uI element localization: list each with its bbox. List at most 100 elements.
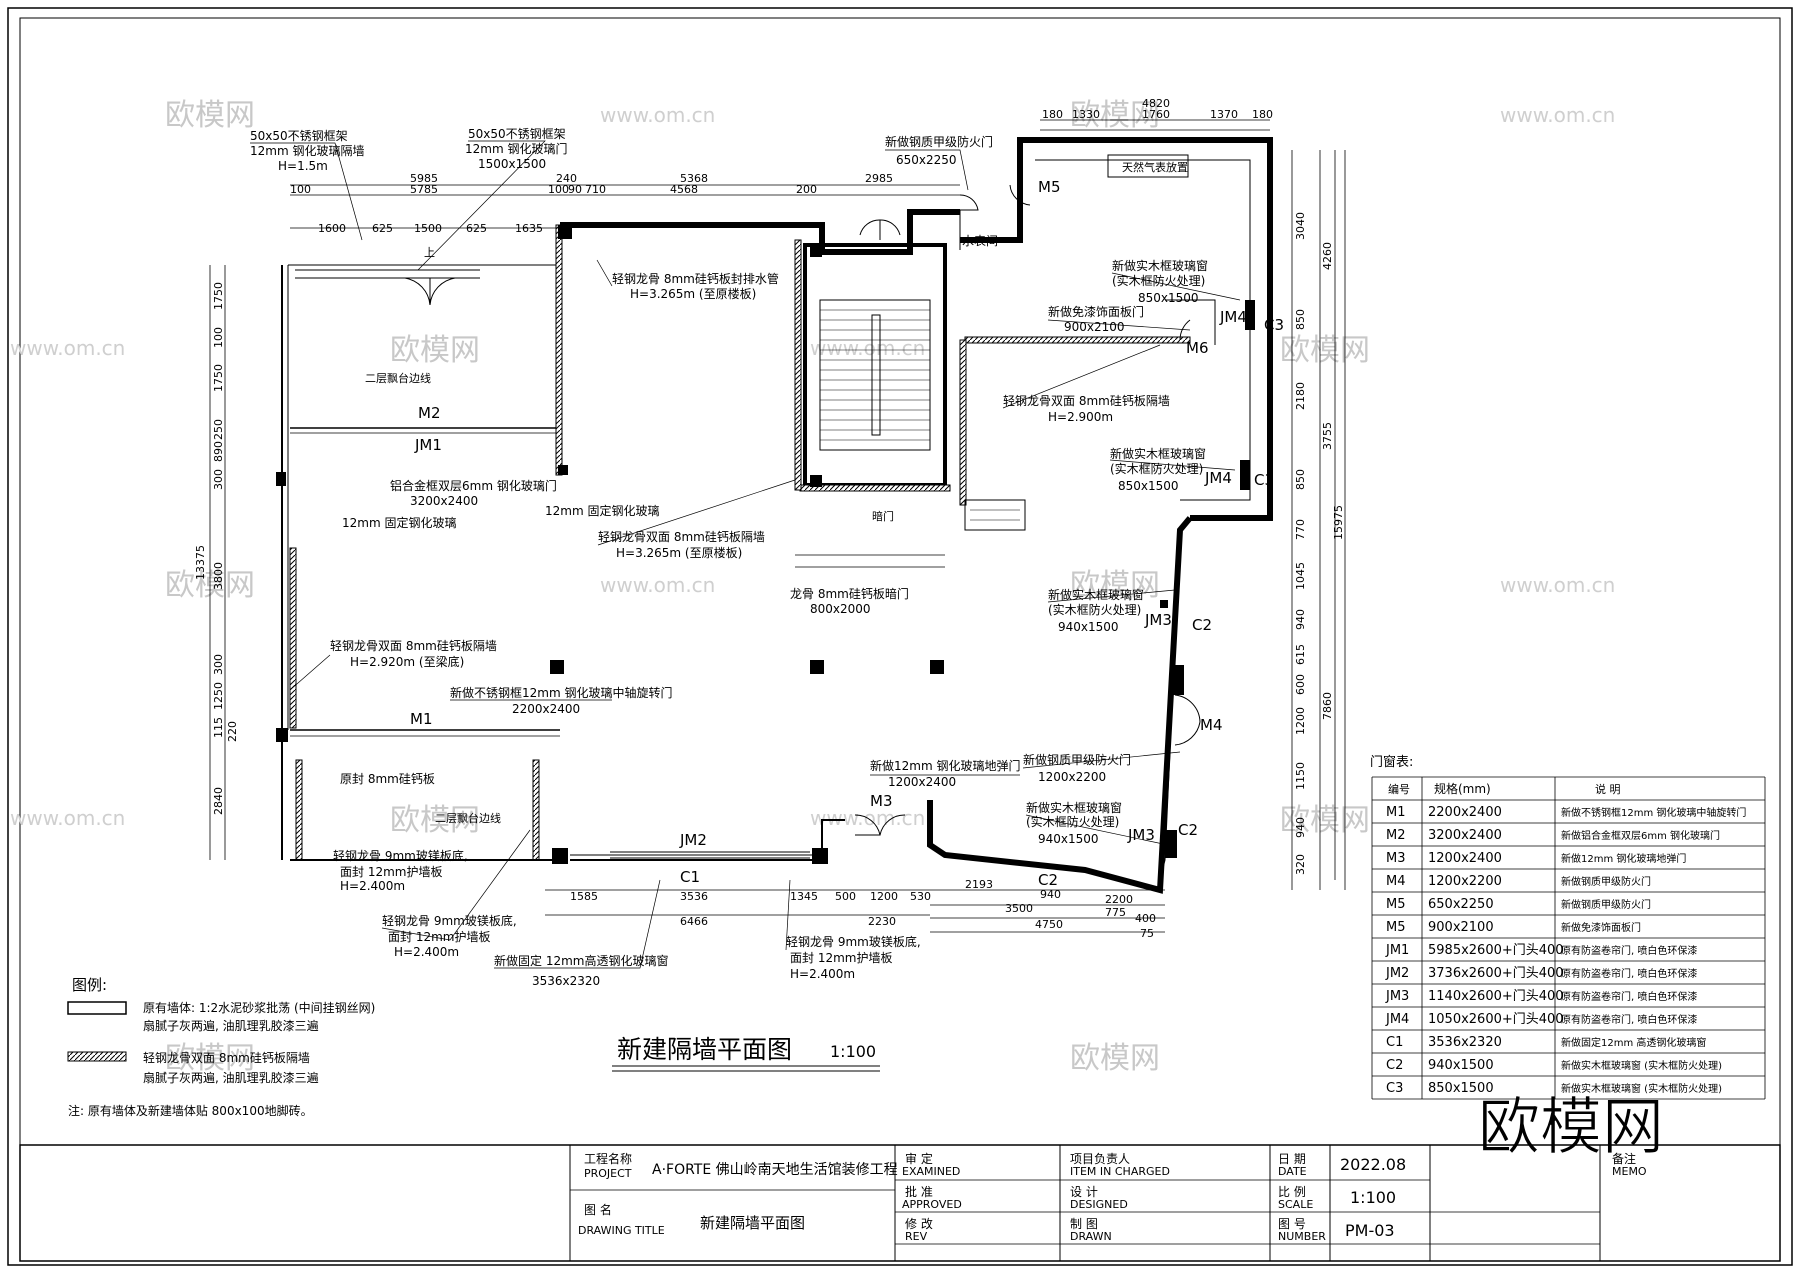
legend-row2b: 扇腻子灰两遍, 油肌理乳胶漆三遍 [143,1070,319,1085]
dim-13375: 13375 [194,545,207,580]
tb-design-cn: 设 计 [1070,1185,1098,1199]
annotation-a16-1: 新做不锈钢框12mm 钢化玻璃中轴旋转门 [450,685,672,700]
dim-710: 710 [585,183,606,196]
annotation-a19-1: 新做实木框玻璃窗 [1026,800,1122,815]
svg-text:欧模网: 欧模网 [165,1041,255,1076]
tb-examined-cn: 审 定 [905,1151,933,1166]
annotation-a4-1: 新做钢质甲级防火门 [885,134,993,149]
annotation-a13-2: 800x2000 [810,602,871,616]
svg-text:www.om.cn: www.om.cn [600,573,715,597]
corner-watermark: 欧模网 [1478,1090,1664,1163]
schedule-cell-note: 新做不锈钢框12mm 钢化玻璃中轴旋转门 [1561,806,1746,819]
tb-number-en: NUMBER [1278,1230,1326,1243]
dim-5785: 5785 [410,183,438,196]
tb-charge-en: ITEM IN CHARGED [1070,1165,1170,1178]
tb-drawn-cn: 制 图 [1070,1217,1098,1231]
schedule-cell-code: JM1 [1385,943,1409,958]
annotation-a2-3: 1500x1500 [478,157,546,171]
schedule-cell-note: 新做钢质甲级防火门 [1561,898,1651,911]
schedule-cell-note: 新做固定12mm 高透钢化玻璃窗 [1561,1036,1706,1049]
dim-15975: 15975 [1332,505,1345,540]
tag-C1: C1 [680,868,700,886]
schedule-cell-code: C3 [1386,1081,1403,1096]
dim-180a: 180 [1042,108,1063,121]
annotation-a5-1: 新做实木框玻璃窗 [1112,258,1208,273]
tb-memo-en: MEMO [1612,1165,1647,1178]
tag-JM3a: JM3 [1144,611,1172,629]
sheet-border [7,7,1793,1266]
svg-text:欧模网: 欧模网 [165,98,255,133]
annotation-a14-3: 940x1500 [1058,620,1119,634]
dim-3800: 3800 [212,562,225,590]
svg-text:欧模网: 欧模网 [1070,568,1160,603]
dim-1345: 1345 [790,890,818,903]
schedule-cell-note: 原有防盗卷帘门, 喷白色环保漆 [1561,967,1697,980]
title-block: 工程名称 PROJECT A·FORTE 佛山岭南天地生活馆装修工程 图 名 D… [19,1144,1781,1262]
annotation-a16-2: 2200x2400 [512,702,580,716]
annotation-a10: 12mm 固定钢化玻璃 [545,503,659,518]
annotation-a8-3: 850x1500 [1118,479,1179,493]
tb-approved-cn: 批 准 [905,1184,933,1199]
schedule-cell-code: C1 [1386,1035,1403,1050]
dim-320: 320 [1294,854,1307,875]
tb-project-en: PROJECT [584,1167,632,1180]
dim-240: 240 [556,172,577,185]
svg-text:欧模网: 欧模网 [1070,1041,1160,1076]
tb-design-en: DESIGNED [1070,1198,1128,1211]
plan-walls [281,137,1273,894]
dim-1760: 1760 [1142,108,1170,121]
dim-1200b: 1200 [870,890,898,903]
dim-530: 530 [910,890,931,903]
schedule-cell-note: 新做实木框玻璃窗 (实木框防火处理) [1561,1059,1722,1072]
dim-400: 400 [1135,912,1156,925]
schedule-cell-code: JM2 [1385,966,1409,981]
dim-2985: 2985 [865,172,893,185]
annotation-a1-3: H=1.5m [278,159,328,173]
svg-text:欧模网: 欧模网 [1280,333,1370,368]
dim-200: 200 [796,183,817,196]
svg-text:欧模网: 欧模网 [390,803,480,838]
tb-rev-en: REV [905,1230,928,1243]
room-darkdoor: 暗门 [872,509,894,523]
tb-drawing-cn: 图 名 [584,1202,612,1217]
annotation-a21-3: H=2.400m [340,879,405,893]
bottom-dimension-labels: 1585 3536 1345 500 1200 530 6466 2230 21… [570,878,1156,940]
annotation-a9-1: 铝合金框双层6mm 钢化玻璃门 [390,478,557,493]
dim-3500: 3500 [1005,902,1033,915]
tb-charge-cn: 项目负责人 [1070,1152,1130,1166]
dim-2230: 2230 [868,915,896,928]
dim-100-left: 100 [212,327,225,348]
schedule-header-size: 规格(mm) [1434,781,1491,796]
dim-850a: 850 [1294,309,1307,330]
annotation-a18-2: 1200x2200 [1038,770,1106,784]
schedule-cell-note: 原有防盗卷帘门, 喷白色环保漆 [1561,1013,1697,1026]
schedule-cell-size: 1200x2200 [1428,874,1502,889]
schedule-header-code: 编号 [1388,782,1410,796]
tb-examined-en: EXAMINED [902,1165,960,1178]
tb-drawing-en: DRAWING TITLE [578,1224,665,1237]
annotation-a14-1: 新做实木框玻璃窗 [1048,587,1144,602]
dim-615: 615 [1294,644,1307,665]
tag-C2a: C2 [1192,616,1212,634]
dim-250: 250 [212,419,225,440]
svg-text:www.om.cn: www.om.cn [810,336,925,360]
annotation-a12-2: H=3.265m (至原楼板) [616,545,742,560]
dim-1200r: 1200 [1294,707,1307,735]
leader-lines [250,140,1241,969]
annotation-a8-1: 新做实木框玻璃窗 [1110,446,1206,461]
schedule-cell-code: M1 [1386,805,1406,820]
annotation-a15-1: 轻钢龙骨双面 8mm硅钙板隔墙 [330,639,497,653]
dimension-lines [209,119,1346,933]
annotation-a13-1: 龙骨 8mm硅钙板暗门 [790,586,909,601]
annotation-a6-1: 新做免漆饰面板门 [1048,304,1144,319]
dim-625b: 625 [466,222,487,235]
annotation-a7-2: H=2.900m [1048,410,1113,424]
dim-3536: 3536 [680,890,708,903]
dim-625a: 625 [372,222,393,235]
dim-1045: 1045 [1294,562,1307,590]
annotation-a22-1: 轻钢龙骨 9mm玻镁板底, [382,913,517,928]
opening-tags: M2 JM1 M1 JM2 C1 M3 M5 M6 JM4 C3 JM4 C3 … [410,178,1284,889]
schedule-cell-note: 新做免漆饰面板门 [1561,921,1641,934]
tag-JM4a: JM4 [1219,308,1247,326]
annotation-a12-1: 轻钢龙骨双面 8mm硅钙板隔墙 [598,530,765,544]
